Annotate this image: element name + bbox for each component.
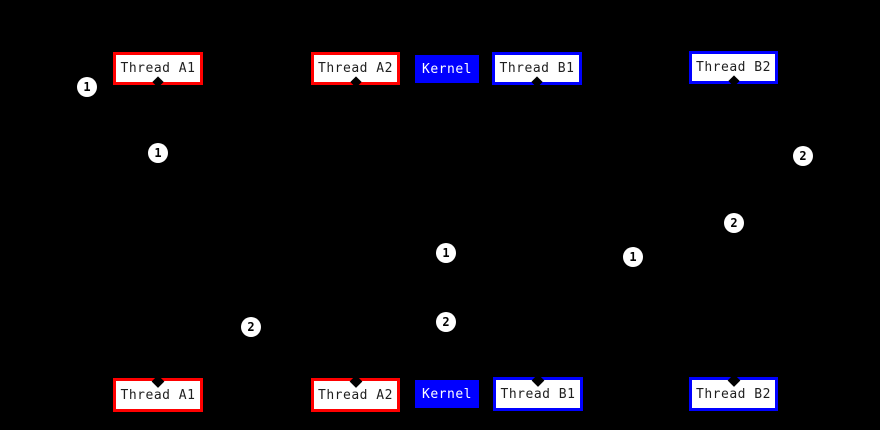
lifeline-arrowhead-notch xyxy=(151,375,165,388)
lifeline-arrowhead-notch xyxy=(727,374,740,387)
thread-b1-bottom-label: Thread B1 xyxy=(500,386,576,402)
kernel-bottom-node: Kernel xyxy=(415,380,479,408)
lifeline-arrow-notch xyxy=(349,76,362,88)
step-marker: 2 xyxy=(724,213,744,233)
kernel-bottom-label: Kernel xyxy=(422,386,472,402)
step-marker: 2 xyxy=(241,317,261,337)
step-marker: 2 xyxy=(436,312,456,332)
step-marker: 1 xyxy=(77,77,97,97)
thread-b2-top-node: Thread B2 xyxy=(689,51,778,87)
lifeline-arrow-notch xyxy=(531,76,543,88)
step-marker: 1 xyxy=(148,143,168,163)
lifeline-arrowhead-notch xyxy=(531,374,545,387)
thread-a1-top-node: Thread A1 xyxy=(113,52,203,88)
kernel-top-label: Kernel xyxy=(422,61,472,77)
thread-a1-top-label: Thread A1 xyxy=(120,61,196,76)
thread-b1-bottom-node: Thread B1 xyxy=(493,374,583,411)
thread-a2-bottom-node: Thread A2 xyxy=(311,375,400,412)
step-marker: 2 xyxy=(793,146,813,166)
thread-b2-top-label: Thread B2 xyxy=(696,60,771,75)
lifeline-arrow-notch xyxy=(152,76,164,88)
step-marker: 1 xyxy=(436,243,456,263)
lifeline-arrow-notch xyxy=(727,75,740,87)
step-marker: 1 xyxy=(623,247,643,267)
thread-a2-bottom-label: Thread A2 xyxy=(318,387,393,403)
thread-b1-top-label: Thread B1 xyxy=(499,61,575,76)
thread-a2-top-node: Thread A2 xyxy=(311,52,400,88)
thread-b1-top-node: Thread B1 xyxy=(492,52,582,88)
thread-a1-bottom-node: Thread A1 xyxy=(113,375,203,412)
thread-b2-bottom-node: Thread B2 xyxy=(689,374,778,411)
kernel-top-node: Kernel xyxy=(415,55,479,83)
thread-a1-bottom-label: Thread A1 xyxy=(120,387,196,403)
thread-b2-bottom-label: Thread B2 xyxy=(696,386,771,402)
lifeline-arrowhead-notch xyxy=(349,375,362,388)
thread-a2-top-label: Thread A2 xyxy=(318,61,393,76)
